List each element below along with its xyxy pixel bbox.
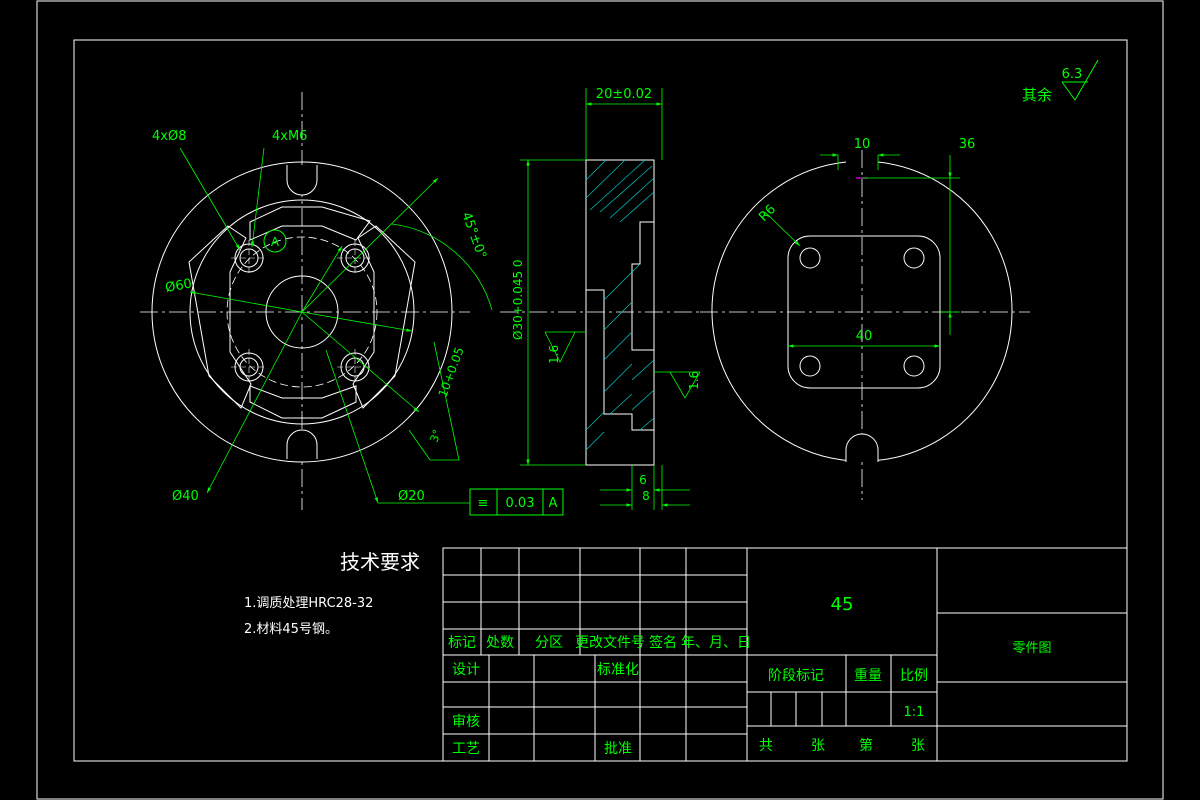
header-mark: 标记 — [448, 635, 476, 651]
surface-finish-label: 其余 — [1022, 86, 1052, 104]
approve-label: 批准 — [604, 741, 632, 757]
standardize-label: 标准化 — [597, 662, 639, 678]
outer-border — [36, 0, 1164, 800]
datum-label: A — [271, 235, 280, 249]
rear-dim-40: 40 — [856, 329, 873, 344]
top-notch — [286, 165, 318, 196]
hole-callout: 4xØ8 — [152, 129, 186, 144]
depth-dim-2: 8 — [642, 489, 650, 503]
header-count: 处数 — [486, 635, 514, 651]
scale-label: 比例 — [900, 668, 928, 684]
datum-circle — [263, 229, 287, 253]
fillet-radius: R6 — [756, 202, 779, 225]
tolerance-symbol: ≡ — [478, 496, 489, 511]
rear-dim-36: 36 — [959, 137, 976, 152]
surface-finish-note: 其余 6.3 — [1022, 59, 1099, 104]
bore-diameter-label: Ø20 — [398, 489, 425, 504]
angle-callout: 45°±0° — [458, 210, 489, 261]
outer-circle — [151, 161, 453, 463]
sheet-unit-1: 张 — [811, 738, 825, 754]
section-view: 20±0.02 Ø30+0.045 0 1.6 1.6 6 8 — [500, 87, 701, 510]
header-date: 年、月、日 — [681, 635, 751, 651]
center-bore — [265, 275, 339, 349]
tolerance-frame: ≡ 0.03 A — [469, 488, 564, 516]
tech-req-item: 2.材料45号钢。 — [244, 622, 338, 637]
header-change-doc: 更改文件号 — [575, 635, 645, 651]
bore-dim: Ø30+0.045 0 — [511, 259, 525, 340]
roughness-left: 1.6 — [547, 345, 561, 364]
weight-label: 重量 — [854, 668, 882, 684]
design-label: 设计 — [452, 662, 480, 678]
roughness-right: 1.6 — [687, 371, 701, 390]
outer-diameter-label: Ø60 — [164, 277, 193, 296]
tolerance-datum: A — [549, 496, 558, 511]
bottom-notch — [286, 429, 318, 459]
surface-finish-value: 6.3 — [1062, 67, 1083, 82]
chamfer-angle-label: 3° — [428, 428, 444, 444]
thread-callout: 4xM6 — [272, 129, 307, 144]
header-zone: 分区 — [535, 635, 563, 651]
stage-mark-label: 阶段标记 — [768, 668, 824, 684]
tech-req-title: 技术要求 — [340, 550, 420, 574]
rear-view: 10 36 R6 40 — [700, 137, 1030, 500]
inner-diameter-label: Ø40 — [172, 489, 199, 504]
depth-dim-1: 6 — [639, 473, 647, 487]
thickness-dim: 20±0.02 — [596, 87, 652, 102]
scale-value: 1:1 — [904, 705, 925, 720]
front-view: A 4xØ8 4xM6 45°±0° Ø60 10+0.05 3° Ø40 Ø2… — [140, 92, 564, 516]
total-label: 共 — [759, 738, 773, 754]
number-label: 第 — [859, 737, 873, 754]
material-value: 45 — [831, 594, 854, 615]
rear-dim-10: 10 — [854, 137, 871, 152]
tolerance-value: 0.03 — [506, 496, 535, 511]
tech-req-item: 1.调质处理HRC28-32 — [244, 596, 373, 611]
sheet-unit-2: 张 — [911, 738, 925, 754]
review-label: 审核 — [452, 714, 480, 730]
title-block: 45 零件图 标记 处数 分区 更改文件号 签名 年、月、日 设计 标准化 审核… — [442, 547, 1128, 762]
process-label: 工艺 — [452, 741, 480, 757]
header-signature: 签名 — [649, 634, 677, 651]
technical-requirements: 技术要求 1.调质处理HRC28-32 2.材料45号钢。 — [244, 550, 420, 637]
part-name: 零件图 — [1012, 641, 1051, 656]
